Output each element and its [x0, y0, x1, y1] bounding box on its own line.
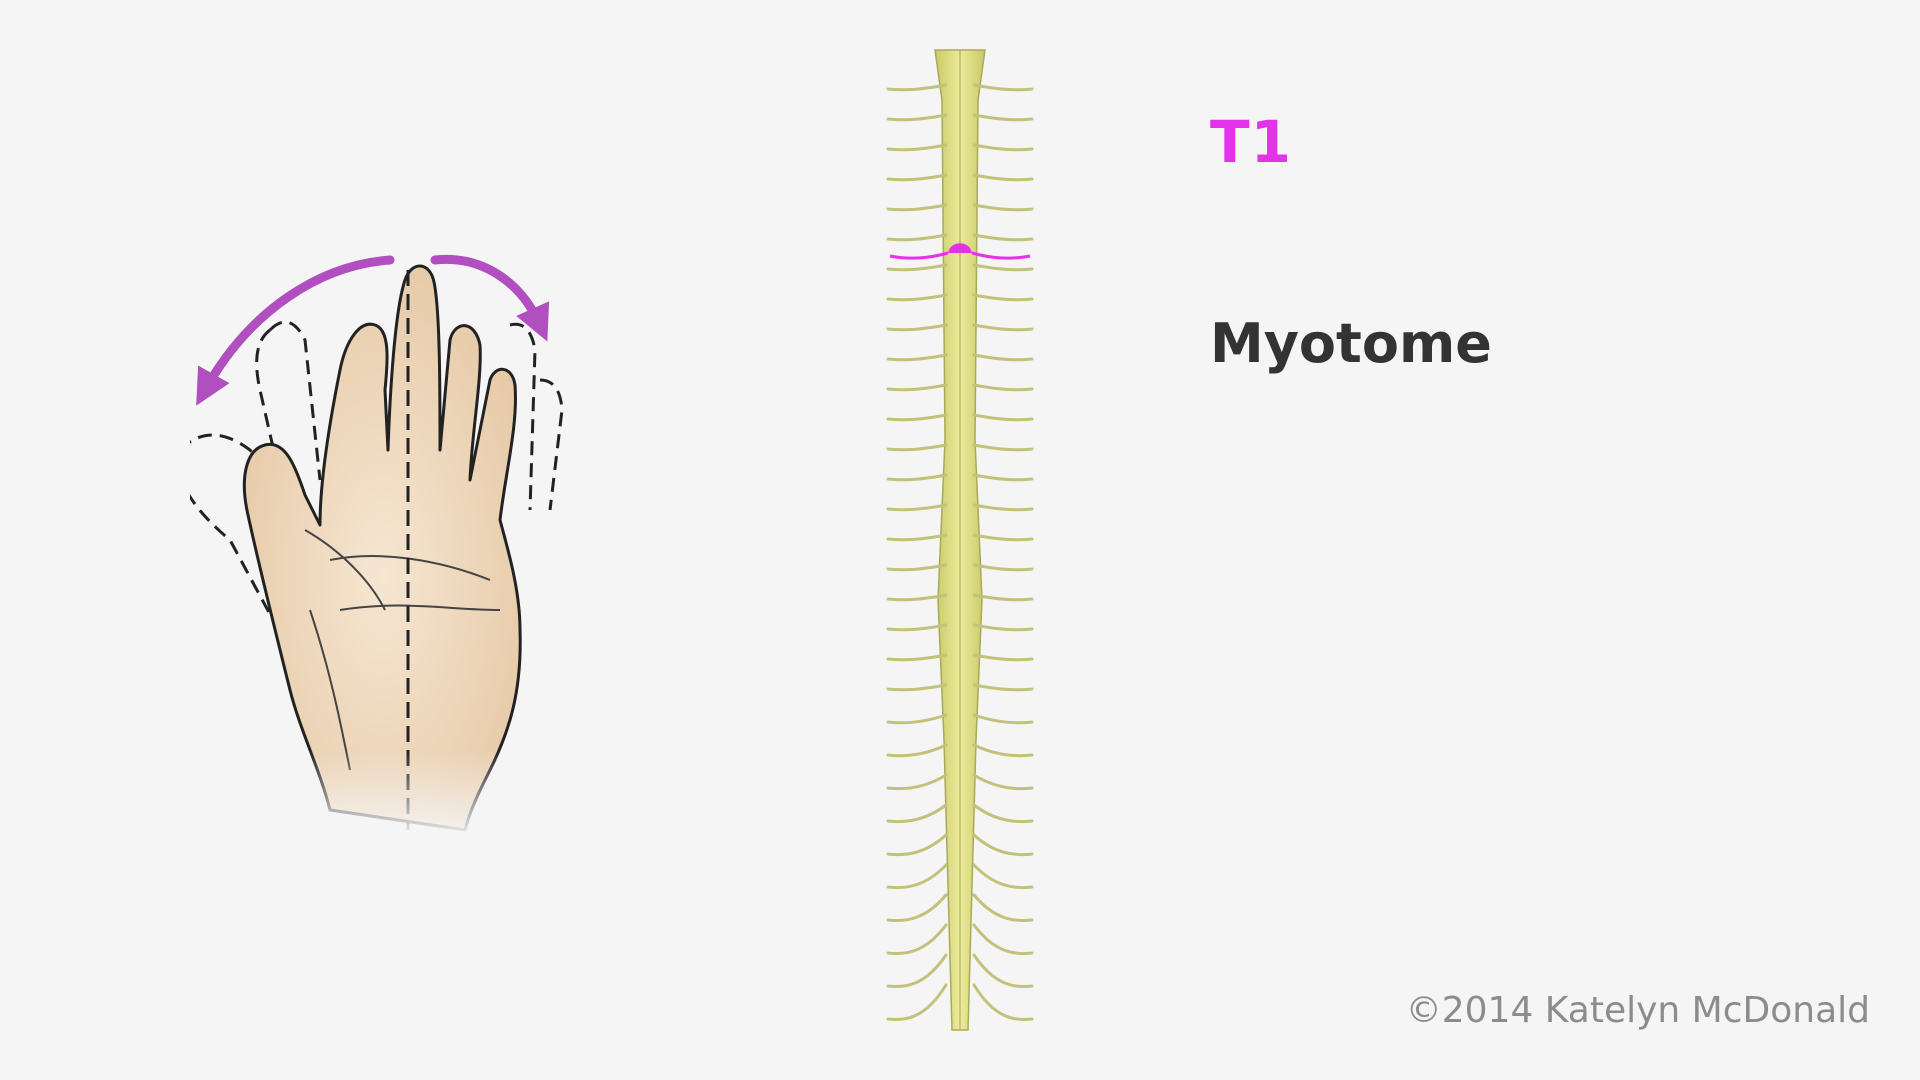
- nerve-root-left: [886, 443, 948, 452]
- nerve-root-right: [972, 563, 1034, 572]
- nerve-root-left: [886, 953, 948, 988]
- nerve-root-left: [886, 563, 948, 572]
- nerve-root-right: [972, 83, 1034, 92]
- nerve-root-left: [886, 263, 948, 272]
- nerve-root-right: [972, 923, 1034, 955]
- nerve-root-right: [972, 173, 1034, 182]
- nerve-root-right: [972, 593, 1034, 602]
- nerve-root-left: [886, 983, 948, 1021]
- nerve-root-right: [972, 893, 1034, 923]
- nerve-root-left: [886, 623, 948, 632]
- nerve-root-left: [886, 503, 948, 512]
- nerve-root-right: [972, 323, 1034, 332]
- nerve-root-left: [886, 683, 948, 692]
- nerve-root-right: [972, 833, 1034, 857]
- slide-heading: Myotome: [1210, 312, 1492, 375]
- nerve-root-right: [972, 863, 1034, 890]
- nerve-root-right: [972, 383, 1034, 392]
- nerve-root-right: [972, 713, 1034, 725]
- nerve-root-left: [886, 653, 948, 662]
- copyright-credit: ©2014 Katelyn McDonald: [1405, 990, 1870, 1031]
- nerve-root-left: [886, 323, 948, 332]
- nerve-root-left: [886, 593, 948, 602]
- nerve-root-right: [972, 443, 1034, 452]
- nerve-root-right: [972, 113, 1034, 122]
- nerve-root-left: [886, 293, 948, 302]
- nerve-root-right: [972, 263, 1034, 272]
- nerve-root-left: [886, 893, 948, 923]
- nerve-root-right: [972, 623, 1034, 632]
- nerve-root-right: [972, 233, 1034, 242]
- nerve-root-left: [886, 833, 948, 857]
- nerve-root-right: [972, 683, 1034, 692]
- nerve-root-right: [972, 773, 1034, 791]
- nerve-root-left: [886, 473, 948, 482]
- nerve-root-left: [886, 383, 948, 392]
- nerve-root-right: [972, 533, 1034, 542]
- nerve-root-left: [886, 203, 948, 212]
- nerve-root-right: [972, 413, 1034, 422]
- nerve-root-right: [972, 653, 1034, 662]
- nerve-root-left: [886, 923, 948, 955]
- nerve-root-left: [886, 143, 948, 152]
- nerve-root-left: [886, 83, 948, 92]
- spinal-cord-icon: [886, 49, 1034, 1031]
- nerve-root-right: [972, 503, 1034, 512]
- nerve-root-right: [972, 143, 1034, 152]
- nerve-root-left: [886, 713, 948, 725]
- nerve-root-right: [972, 953, 1034, 988]
- hand-finger-abduction-icon: [190, 254, 564, 840]
- nerve-root-right: [972, 983, 1034, 1021]
- nerve-root-left: [886, 533, 948, 542]
- nerve-root-right: [972, 803, 1034, 824]
- nerve-root-right: [972, 473, 1034, 482]
- nerve-root-right: [972, 353, 1034, 362]
- spinal-level-label: T1: [1210, 108, 1292, 176]
- t1-segment-highlight: [889, 243, 1031, 260]
- nerve-root-left: [886, 353, 948, 362]
- nerve-root-left: [886, 413, 948, 422]
- nerve-root-left: [886, 863, 948, 890]
- nerve-root-left: [886, 173, 948, 182]
- nerve-root-right: [972, 293, 1034, 302]
- nerve-root-left: [886, 233, 948, 242]
- nerve-root-left: [886, 743, 948, 758]
- nerve-root-left: [886, 803, 948, 824]
- nerve-root-right: [972, 203, 1034, 212]
- nerve-root-left: [886, 113, 948, 122]
- nerve-root-left: [886, 773, 948, 791]
- nerve-root-right: [972, 743, 1034, 758]
